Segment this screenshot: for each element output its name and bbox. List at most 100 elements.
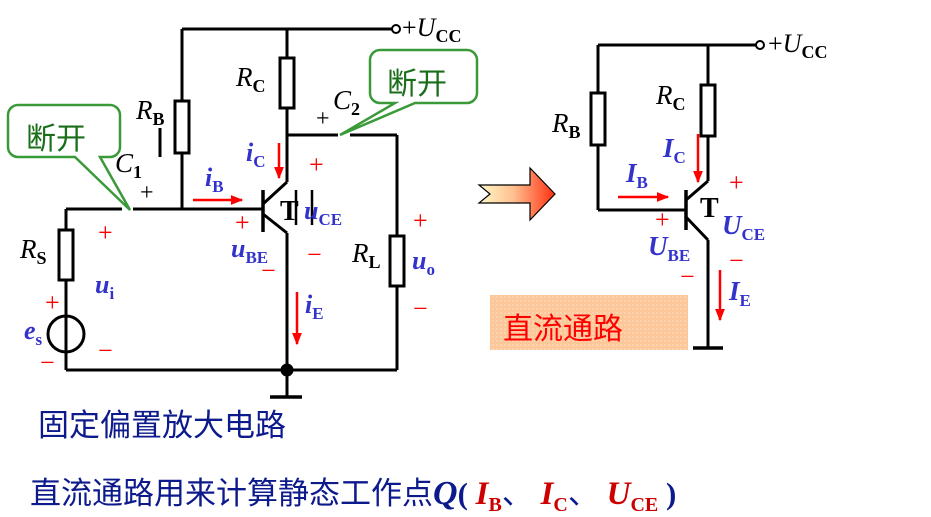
IE-sub: E [739,291,751,310]
footer-line: 直流通路用来计算静态工作点Q( IB、 IC、 UCE ) [30,468,676,517]
UBE-sub: BE [667,246,691,265]
transform-arrow-icon [477,166,556,222]
footer-uce-sym: U [606,476,631,512]
supply-sym-right: U [782,29,802,58]
rc-label-right: RC [656,80,686,115]
footer-uce-sub: CE [630,494,659,516]
c1-sub: 1 [133,162,143,182]
ui-plus: + [98,218,113,247]
rl-sub: L [368,252,381,272]
rl-sym: R [352,238,369,268]
rs-label: RS [20,234,47,269]
rc-sym: R [236,62,253,92]
ic-label: iC [246,138,266,172]
c2-sub: 2 [351,99,361,119]
rb-sub-right: B [568,122,581,142]
uce-label: uCE [304,196,342,230]
UCE-sub: CE [741,225,766,244]
footer-sep-1: 、 [501,476,533,512]
transistor-label: T [280,196,299,227]
UBE-sym: U [648,231,668,261]
rl-label: RL [352,238,381,273]
supply-sign: + [402,13,417,42]
ib-label: iB [205,163,224,197]
callout-left [6,103,132,211]
footer-ib-sym: I [475,476,489,512]
uo-label: uo [412,246,435,280]
IE-sym: I [729,276,740,306]
uce-sym: u [304,196,319,225]
transistor-label-right: T [700,193,719,224]
ie-sub: E [312,304,324,323]
ube-sym: u [231,234,246,263]
es-sub: s [35,330,43,349]
ube-plus: + [235,208,250,237]
UBE-minus: − [680,262,695,291]
UBE-label: UBE [648,231,690,266]
uce-sub: CE [318,210,343,229]
ui-minus: − [98,336,113,365]
rs-sub: S [36,248,47,268]
dc-path-box [490,295,688,350]
footer-sep-2: 、 [567,476,599,512]
ui-sym: u [95,270,110,299]
callout-right [339,48,479,137]
c1-label: C1 [115,148,142,183]
footer-close-paren: ) [666,476,677,511]
ui-sub: i [109,284,115,303]
uo-sub: o [426,260,435,279]
ib-sub: B [212,177,224,196]
uo-plus: + [413,206,428,235]
rb-sym-right: R [552,108,569,138]
supply-sub: CC [435,26,462,46]
c2-plus: + [316,106,330,132]
callout-left-text: 断开 [26,122,86,157]
uo-minus: − [413,294,428,323]
es-sym: e [24,316,36,345]
IB-sub: B [636,173,648,192]
UCE-minus: − [729,246,744,275]
ube-sub: BE [245,248,269,267]
UCE-plus: + [729,168,744,197]
footer-open-paren: ( [457,476,468,511]
supply-terminal-right [755,40,765,50]
UBE-plus: + [655,205,670,234]
footer-q: Q [433,475,458,512]
es-plus: + [45,288,60,317]
IC-sym: I [663,133,674,163]
supply-sub-right: CC [801,42,828,62]
UCE-sym: U [722,210,742,240]
es-label: es [24,316,42,350]
rb-label-right: RB [552,108,581,143]
supply-sign-right: + [768,29,783,58]
right-current-arrows [618,134,725,322]
rs-sym: R [20,234,37,264]
ucc-label: +UCC [402,13,461,47]
supply-sym: U [416,13,436,42]
circuit-caption: 固定偏置放大电路 [38,408,286,444]
footer-ic: IC [541,476,568,516]
left-current-arrows [193,143,302,346]
ib-sym: i [205,163,213,192]
IB-sym: I [626,158,637,188]
ie-sym: i [305,290,313,319]
ui-label: ui [95,270,114,304]
footer-ib: IB [475,476,502,516]
callout-right-text: 断开 [387,67,447,102]
c1-plus: + [140,180,154,206]
rc-sub-right: C [672,94,686,114]
c2-sym: C [333,85,352,115]
rc-label: RC [236,62,266,97]
rb-sub: B [152,109,165,129]
IE-label: IE [729,276,751,311]
c2-label: C2 [333,85,360,120]
es-minus: − [40,348,55,377]
supply-terminal [391,24,401,34]
ic-sub: C [253,152,266,171]
UCE-label: UCE [722,210,765,245]
footer-ib-sub: B [488,494,502,516]
left-circuit [46,24,406,399]
dc-path-label: 直流通路 [503,312,623,347]
IC-sub: C [673,148,686,167]
